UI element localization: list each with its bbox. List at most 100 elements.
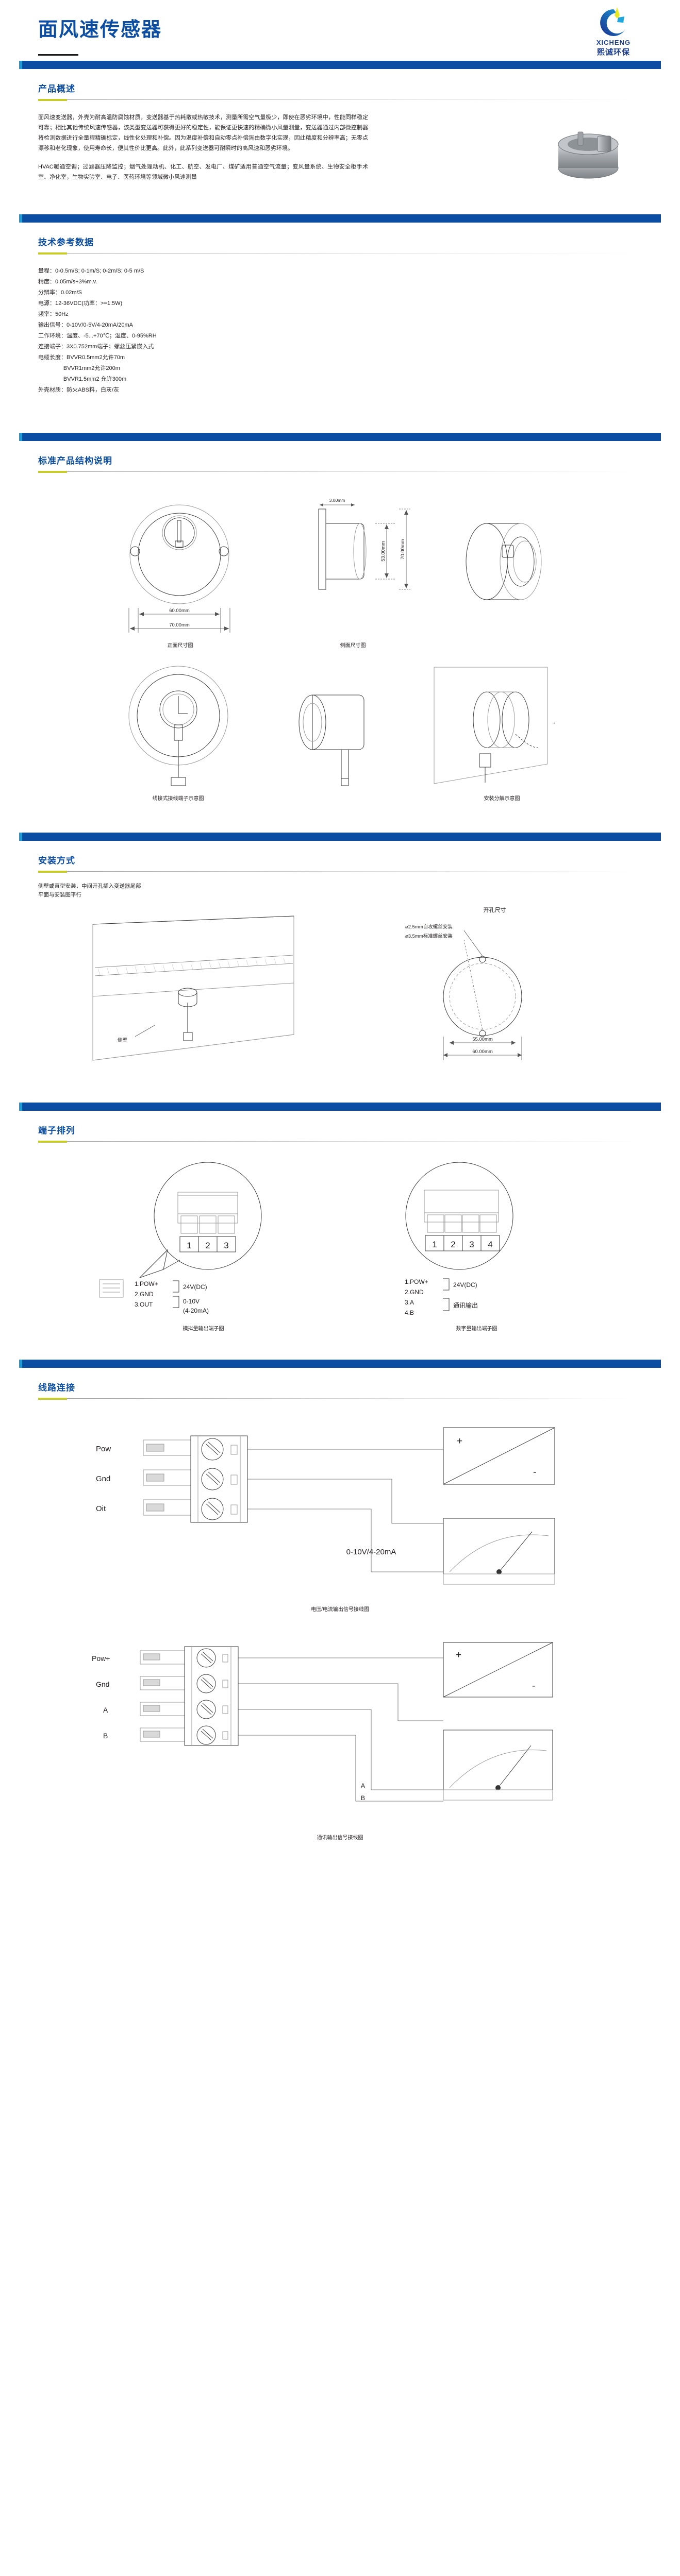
spec-item: BVVR1mm2允许200m [38, 365, 120, 371]
psu-minus-sign: - [533, 1467, 536, 1478]
install-row: 侧壁 开孔尺寸 ⌀2.5mm自攻螺丝安装 ⌀3.5mm标准螺丝安装 [0, 906, 680, 1076]
spec-item: 连接端子：3X0.752mm端子；螺丝压紧嵌入式 [38, 344, 154, 350]
meter-range-label: 0-10V/4-20mA [346, 1548, 396, 1556]
psu-plus-sign: + [457, 1436, 462, 1447]
install-note-line: 平面与安装图平行 [38, 892, 81, 898]
analog-pin-number: 3 [224, 1241, 228, 1250]
datasheet-page: 面风速传感器 XICHENG 熙诚环保 [0, 0, 680, 1841]
digital-group-comm: 通讯输出 [453, 1301, 478, 1309]
section-terminal-head: 端子排列 [38, 1123, 680, 1143]
section-title-structure: 标准产品结构说明 [38, 456, 112, 466]
analog-pin-label: 2.GND [135, 1291, 154, 1298]
front-view-drawing: 60.00mm 70.00mm 正面尺寸图 [103, 494, 258, 649]
analog-pin-label: 3.OUT [135, 1301, 153, 1308]
wire2-label-b: B [103, 1732, 108, 1740]
dim-hole-inner: 55.00mm [472, 1037, 493, 1042]
section-title-overview: 产品概述 [38, 84, 75, 94]
section-install-head: 安装方式 [38, 853, 680, 873]
caption-front-view: 正面尺寸图 [167, 643, 193, 649]
caption-wiring-1: 电压/电流输出信号接线图 [311, 1607, 369, 1613]
spec-item: 输出信号：0-10V/0-5V/4-20mA/20mA [38, 322, 134, 328]
digital-group-24v: 24V(DC) [453, 1281, 477, 1289]
bus-label-a: A [361, 1782, 365, 1789]
side-view-drawing: 3.00mm 53.00mm 70.00mm 侧面尺寸 [289, 494, 418, 649]
structure-row-2: 线接式接线端子示意图 . → [0, 662, 680, 802]
dim-60mm: 60.00mm [169, 608, 190, 614]
hole-title: 开孔尺寸 [483, 907, 506, 913]
hole-size-drawing: 开孔尺寸 ⌀2.5mm自攻螺丝安装 ⌀3.5mm标准螺丝安装 55.00mm [387, 906, 603, 1074]
caption-analog-terminal: 模拟量输出端子图 [183, 1326, 224, 1332]
label-side-wall: 侧壁 [118, 1037, 128, 1043]
section-rule [38, 871, 642, 873]
exploded-view-drawing: → 安装分解示意图 [425, 662, 579, 802]
overview-paragraph-1: 面风速变送器，外壳为耐高温防腐蚀材质，变送器基于热耗散或热敏技术，测量所需空气量… [38, 114, 368, 151]
digital-pin-number: 2 [451, 1240, 455, 1249]
caption-wire-terminal: 线接式接线端子示意图 [152, 796, 204, 802]
psu2-minus-sign: - [532, 1681, 535, 1691]
section-structure-head: 标准产品结构说明 [38, 453, 680, 473]
section-title-install: 安装方式 [38, 856, 75, 866]
page-header: 面风速传感器 XICHENG 熙诚环保 [0, 0, 680, 61]
wiring-diagram-1: Pow Gnd Oit [0, 1417, 680, 1603]
product-photo [548, 121, 636, 188]
digital-pin-number: 3 [469, 1240, 474, 1249]
overview-body: 面风速变送器，外壳为耐高温防腐蚀材质，变送器基于热耗散或热敏技术，测量所需空气量… [38, 112, 368, 182]
install-notes: 侧壁或直型安装，中间开孔插入变送器尾部 平面与安装图平行 [38, 882, 680, 900]
digital-pin-label: 3.A [405, 1299, 414, 1306]
duct-install-drawing: 侧壁 [77, 906, 366, 1076]
caption-side-view: 侧面尺寸图 [340, 643, 366, 649]
section-title-terminal: 端子排列 [38, 1126, 75, 1136]
spec-item: 电缆长度：BVVR0.5mm2允许70m [38, 354, 125, 361]
caption-exploded-view: 安装分解示意图 [484, 796, 520, 802]
digital-pin-label: 2.GND [405, 1289, 424, 1296]
wire-label-out: Oit [96, 1504, 106, 1513]
wire-terminal-drawing: 线接式接线端子示意图 [101, 662, 256, 802]
analog-pin-label: 1.POW+ [135, 1280, 158, 1287]
spec-item: 分辨率：0.02m/S [38, 290, 82, 296]
body-detail-drawing: . [284, 664, 397, 802]
wire2-label-pow: Pow+ [92, 1654, 110, 1663]
page-title: 面风速传感器 [38, 19, 162, 41]
band-wiring [19, 1360, 661, 1368]
section-tech-head: 技术参考数据 [38, 235, 680, 255]
structure-row-1: 60.00mm 70.00mm 正面尺寸图 3.00mm [0, 494, 680, 649]
dim-3mm: 3.00mm [329, 498, 345, 503]
spec-item: 电源：12-36VDC(功率：>=1.5W) [38, 300, 123, 307]
section-rule [38, 1141, 642, 1143]
band-tech [19, 214, 661, 223]
logo-wordmark: XICHENG [596, 39, 631, 46]
wiring-diagram-2: Pow+ Gnd A B [0, 1635, 680, 1831]
section-overview-head: 产品概述 [38, 81, 680, 101]
spec-item: 精度：0.05m/s+3%m.v. [38, 279, 97, 285]
digital-pin-number: 4 [488, 1240, 492, 1249]
spec-item: BVVR1.5mm2 允许300m [38, 376, 127, 382]
dim-hole-outer: 60.00mm [472, 1049, 493, 1055]
caption-digital-terminal: 数字量输出端子图 [456, 1326, 497, 1332]
bus-label-b: B [361, 1794, 365, 1802]
analog-pin-number: 2 [205, 1241, 210, 1250]
spec-item: 量程：0-0.5m/S; 0-1m/S; 0-2m/S; 0-5 m/S [38, 268, 144, 274]
section-rule [38, 252, 642, 255]
analog-group-24v: 24V(DC) [183, 1283, 207, 1291]
logo-chinese-name: 熙诚环保 [596, 48, 630, 57]
logo-mark-icon [581, 6, 646, 38]
section-wiring-head: 线路连接 [38, 1380, 680, 1400]
digital-pin-label: 1.POW+ [405, 1278, 428, 1285]
section-title-tech: 技术参考数据 [38, 238, 94, 247]
section-rule [38, 99, 642, 101]
spec-item: 工作环境：温度、-5...+70℃；湿度、0-95%RH [38, 333, 157, 339]
header-divider [38, 54, 78, 56]
spec-item: 频率：50Hz [38, 311, 69, 317]
hole-note-2: ⌀3.5mm标准螺丝安装 [405, 933, 453, 939]
dim-53mm: 53.00mm [380, 541, 386, 562]
exploded-note: → [552, 720, 556, 725]
terminal-row: 1 2 3 1.POW+ 2.GND 3.OUT 24V(DC) 0-10V (… [0, 1158, 680, 1332]
spec-item: 外壳材质：防火ABS料，白灰/灰 [38, 387, 120, 393]
section-title-wiring: 线路连接 [38, 1383, 75, 1393]
install-note-line: 侧壁或直型安装，中间开孔插入变送器尾部 [38, 883, 141, 889]
overview-paragraph-2: HVAC暖通空调；过滤器压降监控；烟气处理动机、化工、航空、发电厂、煤矿适用普通… [38, 164, 368, 180]
digital-pin-label: 4.B [405, 1309, 414, 1316]
band-overview [19, 61, 661, 69]
section-rule [38, 1398, 642, 1400]
psu2-plus-sign: + [456, 1650, 461, 1660]
